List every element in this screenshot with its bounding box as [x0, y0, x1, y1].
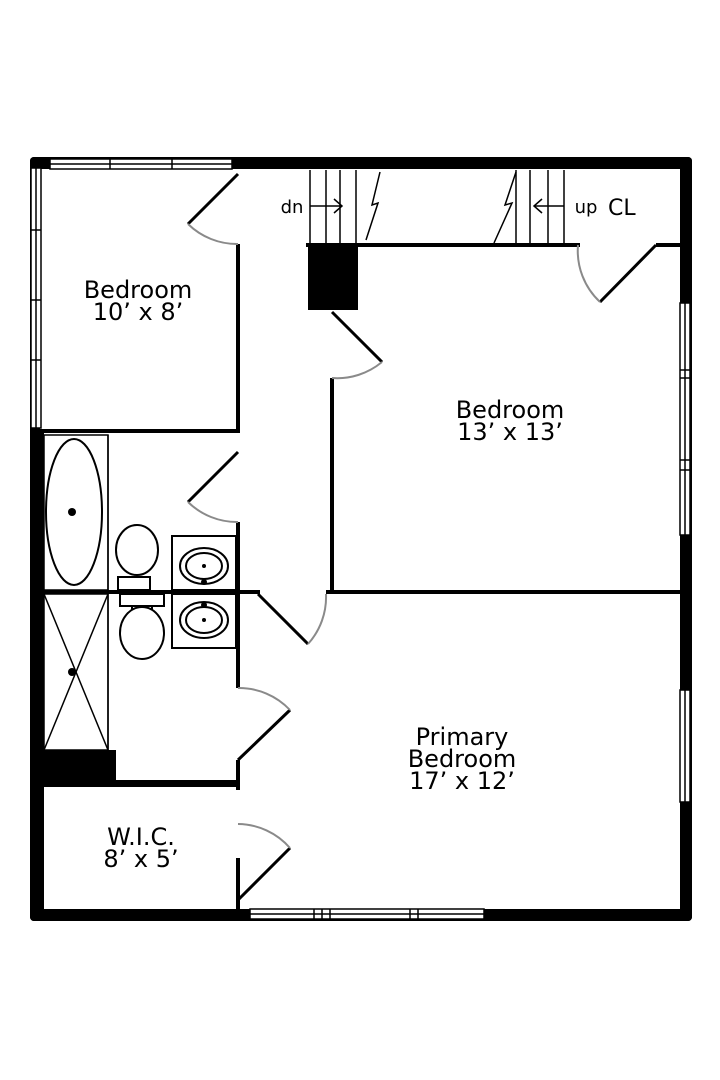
closet-label: CL — [608, 196, 636, 221]
interior-walls — [30, 243, 682, 910]
bathroom-fixtures — [43, 434, 237, 751]
bedroom-small-name: Bedroom — [84, 276, 193, 304]
bedroom-small-size: 10’ x 8’ — [93, 298, 184, 326]
stairs-down-label: dn — [281, 197, 304, 218]
stairs-up-label: up — [575, 197, 598, 218]
wic-size: 8’ x 5’ — [103, 845, 178, 873]
primary-bedroom-name-2: Bedroom — [408, 745, 517, 773]
bedroom-mid-name: Bedroom — [456, 396, 565, 424]
wic-name: W.I.C. — [107, 823, 175, 851]
bedroom-mid-size: 13’ x 13’ — [457, 418, 563, 446]
toilet-lower — [119, 606, 165, 660]
doors — [186, 172, 658, 902]
stairs — [309, 170, 565, 244]
windows — [30, 158, 691, 920]
toilet-upper — [115, 524, 159, 576]
primary-bedroom-size: 17’ x 12’ — [409, 767, 515, 795]
primary-bedroom-name-1: Primary — [416, 723, 509, 751]
